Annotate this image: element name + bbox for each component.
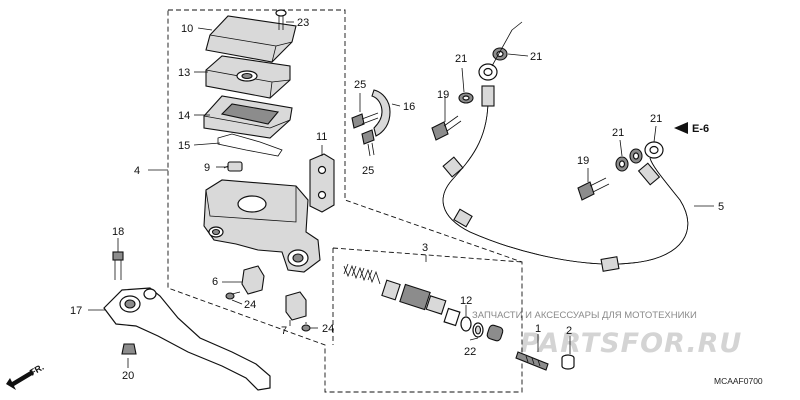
brake-lever — [103, 287, 271, 391]
watermark-text: ЗАПЧАСТИ И АКСЕССУАРЫ ДЛЯ МОТОТЕХНИКИ — [472, 310, 697, 321]
screw-24-right — [301, 322, 311, 332]
callout-18: 18 — [112, 226, 124, 238]
reservoir-cap — [205, 15, 297, 63]
callout-3: 3 — [422, 242, 428, 254]
callout-24-right: 24 — [322, 323, 334, 335]
callout-14: 14 — [178, 110, 190, 122]
brake-hose — [442, 85, 689, 272]
screw-23 — [275, 9, 287, 30]
e6-label: E-6 — [692, 123, 709, 135]
washer-21a — [458, 92, 474, 104]
piston — [381, 279, 447, 315]
callout-24-left: 24 — [244, 299, 256, 311]
bolt-19-lower — [577, 177, 610, 201]
bolt-25-lower — [361, 129, 375, 157]
bolt-19-upper — [431, 115, 462, 141]
washer-21c — [615, 156, 629, 172]
front-label: FR. — [28, 362, 46, 378]
callout-6: 6 — [212, 276, 218, 288]
screw-24-left — [225, 291, 241, 300]
assembly-outline — [167, 9, 523, 393]
callout-13: 13 — [178, 67, 190, 79]
boot-22 — [486, 324, 504, 342]
callout-20: 20 — [122, 370, 134, 382]
callout-17: 17 — [70, 305, 82, 317]
pushrod-1 — [515, 351, 549, 371]
callout-21-b: 21 — [530, 51, 542, 63]
piston-cup-12 — [443, 307, 461, 327]
master-cylinder-body — [203, 179, 321, 273]
piston-kit-outline — [332, 247, 523, 345]
diaphragm-plate — [205, 55, 291, 99]
pivot-bolt-18 — [112, 251, 124, 280]
callout-19-lower: 19 — [577, 155, 589, 167]
callout-4: 4 — [134, 165, 140, 177]
switch-7 — [285, 291, 307, 321]
washer-21b — [492, 47, 508, 61]
banjo-lower — [644, 141, 664, 159]
diagram-code: MCAAF0700 — [714, 376, 763, 386]
callout-23: 23 — [297, 17, 309, 29]
callout-15: 15 — [178, 140, 190, 152]
bolt-25-upper — [351, 112, 379, 129]
washer-21d — [629, 148, 643, 164]
callout-11: 11 — [316, 131, 327, 143]
clip-9 — [223, 161, 243, 172]
e6-reference-arrow: E-6 — [674, 122, 709, 135]
switch-6 — [241, 265, 265, 295]
callout-5: 5 — [718, 201, 724, 213]
watermark-logo: PARTSFOR.RU — [520, 328, 742, 359]
washer-12 — [460, 316, 472, 332]
callout-10: 10 — [181, 23, 193, 35]
callout-21-a: 21 — [455, 53, 467, 65]
cap-2 — [561, 354, 575, 370]
front-direction-arrow: FR. — [6, 362, 46, 390]
callout-12: 12 — [460, 295, 472, 307]
callout-7: 7 — [281, 325, 287, 337]
callout-2: 2 — [566, 325, 572, 337]
callout-numbers: 10 23 13 14 15 9 4 11 25 16 25 18 17 20 … — [70, 17, 724, 382]
callout-1: 1 — [535, 323, 541, 335]
leader-lines — [88, 21, 714, 368]
banjo-upper — [478, 63, 498, 81]
callout-16: 16 — [403, 101, 415, 113]
bracket-16 — [371, 89, 391, 137]
gasket — [217, 133, 283, 157]
callout-25-upper: 25 — [354, 79, 366, 91]
nut-20 — [121, 343, 137, 355]
callout-19-upper: 19 — [437, 89, 449, 101]
callout-22: 22 — [464, 346, 476, 358]
diaphragm — [203, 95, 293, 139]
callout-21-d: 21 — [650, 113, 662, 125]
spring — [344, 264, 381, 285]
circlip-22 — [472, 322, 484, 338]
callout-25-lower: 25 — [362, 165, 374, 177]
clamp-11 — [309, 153, 335, 213]
callout-21-c: 21 — [612, 127, 624, 139]
callout-9: 9 — [204, 162, 210, 174]
